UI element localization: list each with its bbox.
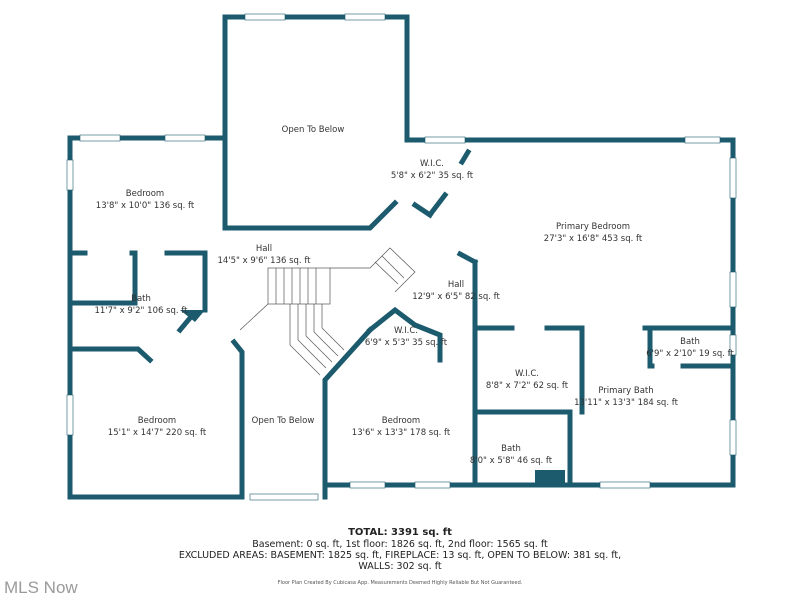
stairs xyxy=(239,247,416,376)
wall xyxy=(642,325,736,369)
room-label-open-to-below-bottom: Open To Below xyxy=(251,416,315,426)
stair-landing xyxy=(267,267,331,305)
wall xyxy=(366,306,443,363)
floor-plan xyxy=(66,13,737,501)
wall xyxy=(428,148,472,216)
windows xyxy=(66,13,737,501)
watermark-logo: MLS Now xyxy=(4,578,78,597)
wall xyxy=(472,409,573,488)
fireplace xyxy=(535,470,565,484)
wall xyxy=(67,250,138,306)
excluded-areas: EXCLUDED AREAS: BASEMENT: 1825 sq. ft, F… xyxy=(178,550,622,561)
fireplace xyxy=(180,310,205,322)
room-label-wic-top: W.I.C.5'8" x 6'2" 35 sq. ft xyxy=(390,159,474,181)
floor-areas: Basement: 0 sq. ft, 1st floor: 1826 sq. … xyxy=(252,539,548,550)
wall xyxy=(72,346,154,364)
wall xyxy=(164,250,208,313)
room-label-wic-middle: W.I.C.6'9" x 5'3" 35 sq. ft xyxy=(364,326,448,348)
wall xyxy=(176,314,194,334)
wall xyxy=(67,135,245,500)
wall xyxy=(322,326,374,500)
walls-area: WALLS: 302 sq. ft xyxy=(358,561,442,572)
wall xyxy=(472,325,585,415)
wall xyxy=(230,338,245,500)
wall xyxy=(222,14,410,143)
wall xyxy=(222,14,399,231)
wall xyxy=(456,250,479,266)
wall xyxy=(411,201,434,219)
room-label-wic-primary: W.I.C.8'8" x 7'2" 62 sq. ft xyxy=(485,369,569,391)
total-area: TOTAL: 3391 sq. ft xyxy=(348,527,452,538)
disclaimer: Floor Plan Created By Cubicasa App. Meas… xyxy=(277,580,523,586)
room-label-open-to-below-top: Open To Below xyxy=(281,125,345,135)
